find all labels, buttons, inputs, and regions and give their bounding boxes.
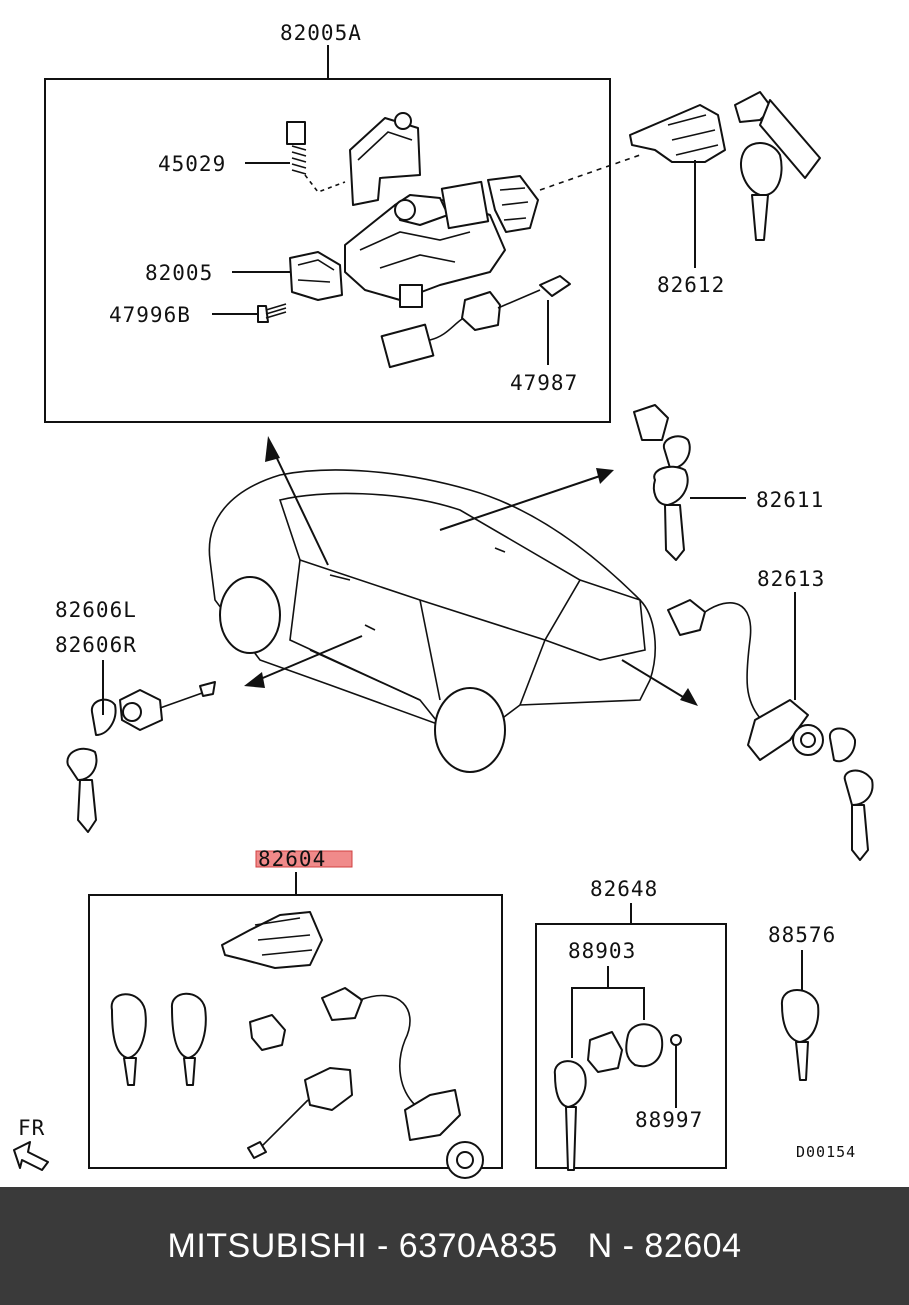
vehicle-illustration xyxy=(208,469,656,773)
front-arrow-icon xyxy=(13,1141,49,1171)
footer-caption: MITSUBISHI - 6370A835 N - 82604 xyxy=(167,1226,742,1265)
footer-caption-bar: MITSUBISHI - 6370A835 N - 82604 xyxy=(0,1187,909,1305)
label-82606R: 82606R xyxy=(55,633,137,657)
group-box-82604 xyxy=(88,894,503,1169)
label-88903: 88903 xyxy=(568,939,636,963)
label-82604: 82604 xyxy=(258,847,326,871)
group-box-82648 xyxy=(535,923,727,1169)
parts-diagram: 82005A 45029 xyxy=(13,21,874,1179)
ignition-assembly-group: 82005A 45029 xyxy=(44,21,641,423)
label-82005A: 82005A xyxy=(280,21,362,45)
part-82606-door-lock xyxy=(66,660,216,833)
key-set-group-82648: 82648 88903 88997 xyxy=(535,877,727,1171)
label-82611: 82611 xyxy=(756,488,824,512)
label-82613: 82613 xyxy=(757,567,825,591)
label-82005: 82005 xyxy=(145,261,213,285)
label-47996B: 47996B xyxy=(109,303,191,327)
diagram-id: D00154 xyxy=(796,1143,856,1161)
part-lock-cap xyxy=(349,112,421,206)
label-88576: 88576 xyxy=(768,923,836,947)
part-82005-switch xyxy=(232,251,343,301)
lock-set-group-82604: 82604 xyxy=(88,847,503,1179)
label-45029: 45029 xyxy=(158,152,226,176)
label-82612: 82612 xyxy=(657,273,725,297)
part-steering-lock-body xyxy=(344,175,539,308)
part-47987-harness xyxy=(380,275,571,369)
label-82606L: 82606L xyxy=(55,598,137,622)
part-82613-tailgate-lock xyxy=(667,592,874,861)
label-fr: FR xyxy=(18,1116,45,1140)
dashed-connector xyxy=(539,154,641,191)
part-82612-cylinder xyxy=(629,91,821,268)
label-47987: 47987 xyxy=(510,371,578,395)
part-88576-key: 88576 xyxy=(768,923,836,1081)
part-47996B-screw xyxy=(212,303,287,323)
label-88997: 88997 xyxy=(635,1108,703,1132)
part-45029-pin xyxy=(245,121,346,193)
part-82611-lock xyxy=(633,404,746,561)
locator-arrows xyxy=(244,436,698,706)
label-82648: 82648 xyxy=(590,877,658,901)
label-82604-highlight xyxy=(255,850,353,868)
front-direction-indicator: FR xyxy=(13,1116,49,1171)
